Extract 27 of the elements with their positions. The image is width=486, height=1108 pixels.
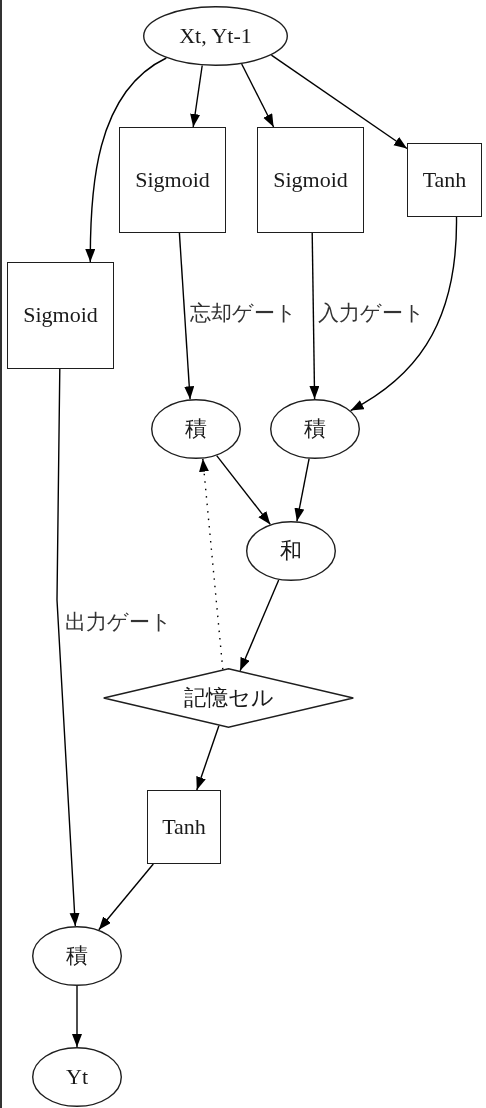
product-ellipse: 積 <box>151 399 241 459</box>
product-ellipse: 積 <box>270 399 360 459</box>
memory-cell-diamond: 記憶セル <box>103 668 354 728</box>
dotted-arrow <box>199 458 224 671</box>
arrow <box>270 54 408 150</box>
arrow <box>349 216 458 412</box>
arrow <box>98 863 154 931</box>
output-ellipse: Yt <box>32 1047 122 1107</box>
arrow <box>196 725 220 791</box>
arrow <box>309 232 320 400</box>
arrow <box>178 232 195 400</box>
arrow <box>190 64 203 128</box>
activation-box: Sigmoid <box>119 127 226 233</box>
activation-box: Sigmoid <box>7 262 114 369</box>
sum-ellipse: 和 <box>246 521 336 581</box>
arrow <box>241 63 275 128</box>
arrow <box>239 579 280 672</box>
activation-box: Tanh <box>147 790 221 864</box>
arrow <box>216 454 271 526</box>
arrow <box>72 985 82 1048</box>
activation-box: Tanh <box>407 143 482 217</box>
product-ellipse: 積 <box>32 926 122 986</box>
arrow <box>294 458 310 522</box>
arrow <box>56 368 80 927</box>
activation-box: Sigmoid <box>257 127 364 233</box>
input-ellipse: Xt, Yt-1 <box>143 6 288 66</box>
arrow <box>85 57 167 263</box>
